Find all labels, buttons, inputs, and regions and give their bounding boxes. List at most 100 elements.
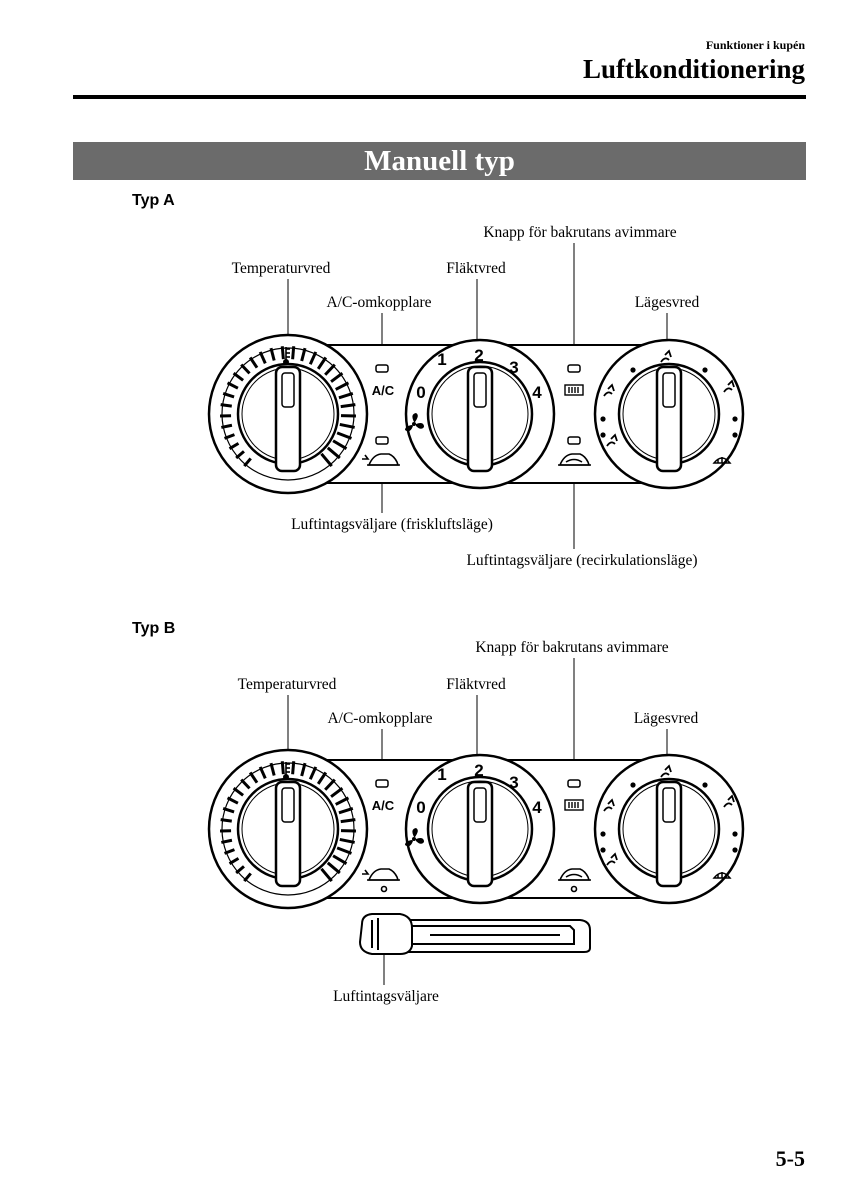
temperature-scale-tick	[221, 423, 233, 429]
temperature-scale-tick	[248, 356, 259, 369]
temperature-scale-tick	[291, 346, 296, 360]
temperature-scale-tick	[338, 807, 354, 815]
temperature-scale-tick	[308, 766, 318, 780]
defroster-icon[interactable]	[564, 799, 584, 811]
temperature-scale-tick	[240, 363, 251, 375]
temperature-scale-tick	[248, 771, 259, 784]
temperature-scale-tick	[332, 854, 348, 865]
temperature-scale-tick	[336, 846, 353, 855]
temperature-scale-tick	[223, 433, 235, 440]
fresh-air-indicator[interactable]	[375, 436, 389, 445]
temperature-scale-tick	[336, 431, 353, 440]
temperature-scale-tick	[326, 861, 341, 875]
temperature-scale-tick	[220, 818, 232, 823]
temperature-scale-tick	[226, 796, 239, 805]
car-recirculation-icon	[558, 868, 591, 893]
temperature-dial[interactable]	[207, 333, 369, 495]
temperature-scale-tick	[228, 857, 240, 865]
temperature-scale-tick	[330, 371, 344, 383]
temperature-scale-tick	[324, 363, 336, 376]
type-b-diagram: Knapp för bakrutans avimmare Temperaturv…	[207, 639, 745, 1005]
car-fresh-air-icon	[362, 868, 400, 893]
temperature-scale-tick	[232, 786, 245, 797]
temperature-scale-tick	[316, 356, 328, 370]
temperature-scale-tick	[222, 807, 235, 814]
temperature-scale-tick	[243, 872, 252, 883]
temperature-scale-tick	[339, 837, 355, 844]
temperature-scale-tick	[235, 450, 245, 460]
mode-dial[interactable]	[593, 338, 745, 490]
temperature-dial-b[interactable]	[207, 748, 369, 910]
fan-speed-0: 0	[416, 383, 425, 402]
temperature-scale-tick	[232, 371, 245, 382]
temperature-scale-tick	[300, 347, 307, 362]
temperature-scale-tick	[308, 351, 318, 365]
ac-indicator-b[interactable]	[375, 779, 389, 788]
page-number: 5-5	[775, 1146, 805, 1171]
temperature-scale-tick	[338, 392, 354, 400]
temperature-scale-tick	[324, 778, 336, 791]
temperature-scale-tick	[320, 452, 333, 468]
fan-dial[interactable]: 0 1 2 3 4	[404, 338, 556, 490]
mode-dial-b[interactable]	[593, 753, 745, 905]
ac-label-b: A/C	[372, 798, 395, 813]
running-header-section: Funktioner i kupén	[705, 38, 805, 52]
thermometer-icon	[282, 762, 290, 781]
temperature-scale-tick	[300, 762, 307, 777]
callout-temperature-b: Temperaturvred	[238, 676, 337, 693]
callout-fan: Fläktvred	[446, 260, 506, 277]
temperature-scale-tick	[228, 442, 240, 450]
temperature-scale-tick	[269, 762, 276, 776]
temperature-scale-tick	[330, 786, 344, 798]
fan-icon	[405, 413, 424, 432]
temperature-scale-tick	[235, 865, 245, 875]
car-fresh-air-icon	[362, 453, 400, 466]
callout-mode-b: Lägesvred	[634, 710, 699, 727]
section-banner: Manuell typ	[73, 142, 806, 180]
temperature-scale-tick	[243, 457, 252, 468]
temperature-scale-tick	[226, 381, 239, 390]
ac-label: A/C	[372, 383, 395, 398]
fan-speed-3: 3	[509, 358, 518, 377]
windshield-defrost-icon	[712, 872, 732, 879]
callout-fan-b: Fläktvred	[446, 676, 506, 693]
temperature-scale-tick	[340, 403, 356, 409]
callout-ac-switch-b: A/C-omkopplare	[327, 710, 432, 727]
mode-dots	[600, 367, 738, 438]
callout-intake-lever: Luftintagsväljare	[333, 988, 439, 1005]
type-a-diagram: Knapp för bakrutans avimmare Temperaturv…	[207, 224, 745, 569]
callout-intake-recirc: Luftintagsväljare (recirkulationsläge)	[466, 552, 697, 569]
temperature-scale-tick	[335, 796, 350, 806]
intake-lever[interactable]	[358, 913, 591, 955]
type-b-label: Typ B	[132, 620, 176, 637]
vent-face-icon	[603, 349, 735, 447]
temperature-scale-tick	[220, 403, 232, 408]
temperature-scale-tick	[221, 838, 233, 844]
running-header-title: Luftkonditionering	[582, 54, 805, 84]
temperature-scale-tick	[335, 381, 350, 391]
temperature-scale-tick	[340, 818, 356, 824]
header-rule	[73, 95, 806, 99]
fan-speed-4-b: 4	[532, 798, 542, 817]
temperature-scale-tick	[240, 778, 251, 790]
callout-temperature: Temperaturvred	[232, 260, 331, 277]
fan-speed-4: 4	[532, 383, 542, 402]
car-recirculation-icon[interactable]	[558, 453, 591, 466]
temperature-scale-tick	[280, 761, 285, 775]
fan-speed-1: 1	[437, 350, 446, 369]
recirc-indicator[interactable]	[567, 436, 581, 445]
vent-face-icon	[603, 764, 735, 866]
callout-mode: Lägesvred	[635, 294, 700, 311]
defroster-icon[interactable]	[564, 384, 584, 396]
rear-defroster-indicator[interactable]	[567, 364, 581, 373]
temperature-scale-tick	[316, 771, 328, 785]
temperature-scale-tick	[269, 347, 276, 361]
callout-rear-defroster-b: Knapp för bakrutans avimmare	[475, 639, 668, 656]
temperature-scale-tick	[332, 439, 348, 450]
fan-icon	[405, 828, 424, 847]
fan-speed-0-b: 0	[416, 798, 425, 817]
ac-indicator[interactable]	[375, 364, 389, 373]
rear-defroster-indicator-b[interactable]	[567, 779, 581, 788]
fan-dial-b[interactable]: 0 1 2 3 4	[404, 753, 556, 905]
fan-speed-3-b: 3	[509, 773, 518, 792]
